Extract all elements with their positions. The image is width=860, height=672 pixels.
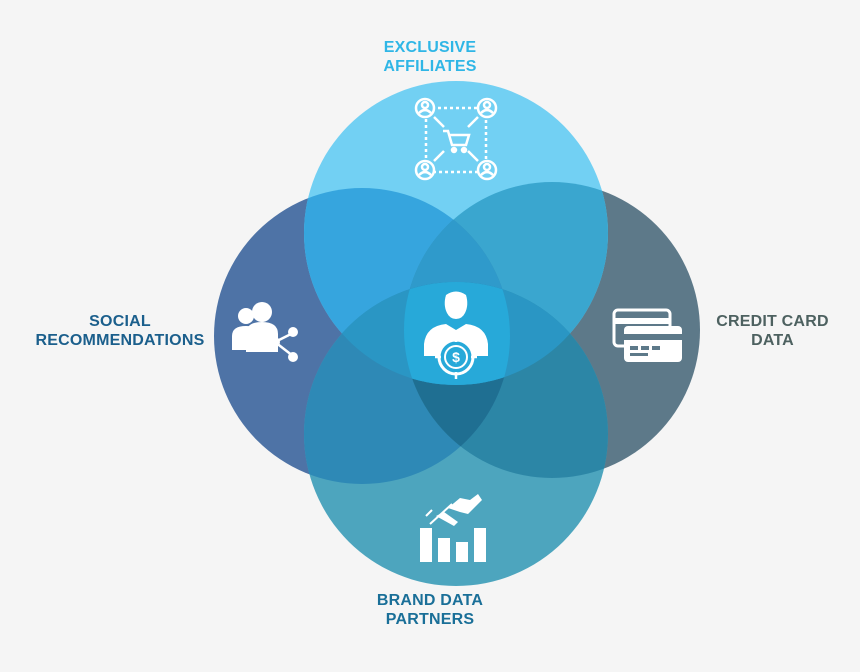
handshake-bar-chart-icon [420,494,486,562]
svg-text:$: $ [452,349,460,365]
overlap-top-bottom-r [404,282,608,385]
label-line: SOCIAL [89,313,151,330]
label-exclusive-affiliates: EXCLUSIVE AFFILIATES [330,38,530,76]
label-social-recommendations: SOCIAL RECOMMENDATIONS [20,312,220,350]
credit-cards-icon [612,308,682,362]
label-line: CREDIT CARD [716,313,829,330]
label-credit-card-data: CREDIT CARD DATA [700,312,845,350]
label-line: DATA [751,332,794,349]
overlap-top-left-right [404,188,510,385]
overlap-top-bottom [304,282,510,385]
label-line: AFFILIATES [383,58,477,75]
person-target-dollar-icon: $ [424,291,488,379]
label-line: RECOMMENDATIONS [35,332,205,349]
users-share-icon [232,302,298,362]
affiliate-network-cart-icon [414,97,498,181]
overlap-bottom-left-right [404,282,510,478]
label-line: BRAND DATA [376,592,484,609]
label-line: EXCLUSIVE [383,39,477,56]
label-brand-data-partners: BRAND DATA PARTNERS [330,591,530,629]
label-line: PARTNERS [385,611,475,628]
